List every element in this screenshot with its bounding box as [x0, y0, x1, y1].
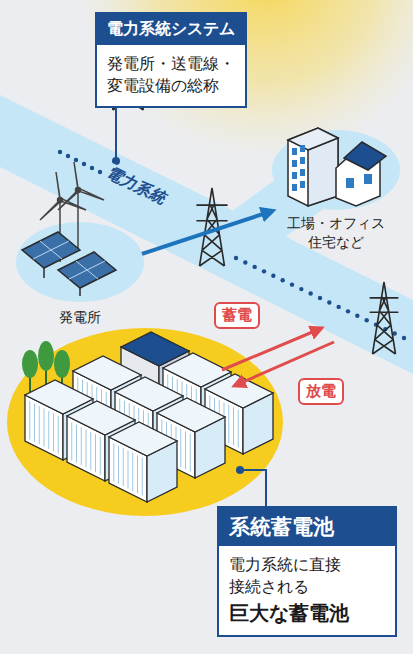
charge-label: 蓄電 [214, 302, 260, 329]
flow-arrow [142, 211, 272, 254]
area-label: 工場・オフィス 住宅など [272, 214, 400, 252]
leader-line [240, 470, 266, 506]
callout-heading: 電力系統システム [97, 14, 245, 45]
grid-band [0, 95, 413, 374]
solar-panels [22, 232, 116, 296]
area-label-box: 発電所 [18, 222, 142, 327]
area-label-box: 工場・オフィス 住宅など [272, 128, 400, 252]
callout-body: 巨大な蓄電池 [219, 599, 395, 635]
discharge-label: 放電 [298, 378, 344, 405]
callout-box: 電力系統システム発電所・送電線・変電設備の総称 [95, 12, 247, 108]
callout-heading: 系統蓄電池 [219, 508, 395, 546]
leader-dot [236, 466, 244, 474]
plant-ground [16, 222, 144, 302]
callout-body: 電力系統に直接 接続される [219, 546, 395, 599]
battery-containers [25, 332, 273, 502]
callout-box: 系統蓄電池電力系統に直接 接続される巨大な蓄電池 [217, 506, 397, 637]
leader-line [115, 100, 117, 160]
callout-body: 発電所・送電線・変電設備の総称 [97, 45, 245, 106]
buildings [288, 128, 386, 206]
grid-dotted-line [58, 150, 406, 340]
charge-arrow [222, 328, 322, 370]
area-label: 発電所 [18, 308, 142, 327]
battery-ground [7, 328, 283, 516]
